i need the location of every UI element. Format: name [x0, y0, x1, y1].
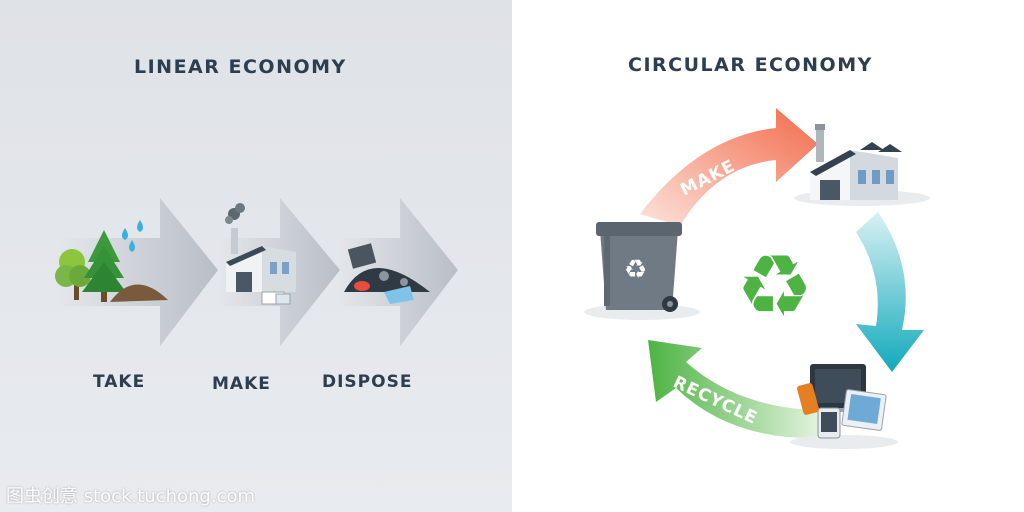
recycling-bin-icon: ♻	[584, 222, 700, 320]
water-drop-icon	[122, 220, 143, 252]
take-arrow	[60, 198, 218, 346]
use-cycle-label: USE	[901, 264, 921, 305]
take-label: TAKE	[93, 372, 146, 392]
tree-icon	[55, 249, 91, 300]
factory-icon	[225, 203, 296, 292]
make-label: MAKE	[212, 374, 271, 394]
pine-tree-icon	[82, 230, 126, 302]
factory-icon	[794, 124, 930, 206]
circular-economy-title: CIRCULAR ECONOMY	[628, 54, 873, 76]
linear-economy-title: LINEAR ECONOMY	[134, 56, 347, 78]
linear-economy-panel: LINEAR ECONOMY	[0, 0, 512, 512]
recycle-symbol-icon: ♻	[736, 237, 813, 337]
dirt-pile-icon	[110, 284, 168, 302]
recycle-cycle-arrow	[648, 340, 818, 439]
dispose-arrow	[340, 198, 458, 346]
watermark-text: 图虫创意 stock.tuchong.com	[6, 486, 255, 507]
dispose-label: DISPOSE	[322, 372, 413, 392]
make-cycle-arrow	[640, 108, 818, 226]
product-icon	[261, 291, 291, 305]
waste-pile-icon	[344, 243, 430, 304]
use-cycle-arrow	[856, 212, 924, 372]
linear-process-arrows	[55, 198, 458, 346]
svg-text:♻: ♻	[624, 255, 647, 285]
devices-icon	[790, 364, 898, 449]
